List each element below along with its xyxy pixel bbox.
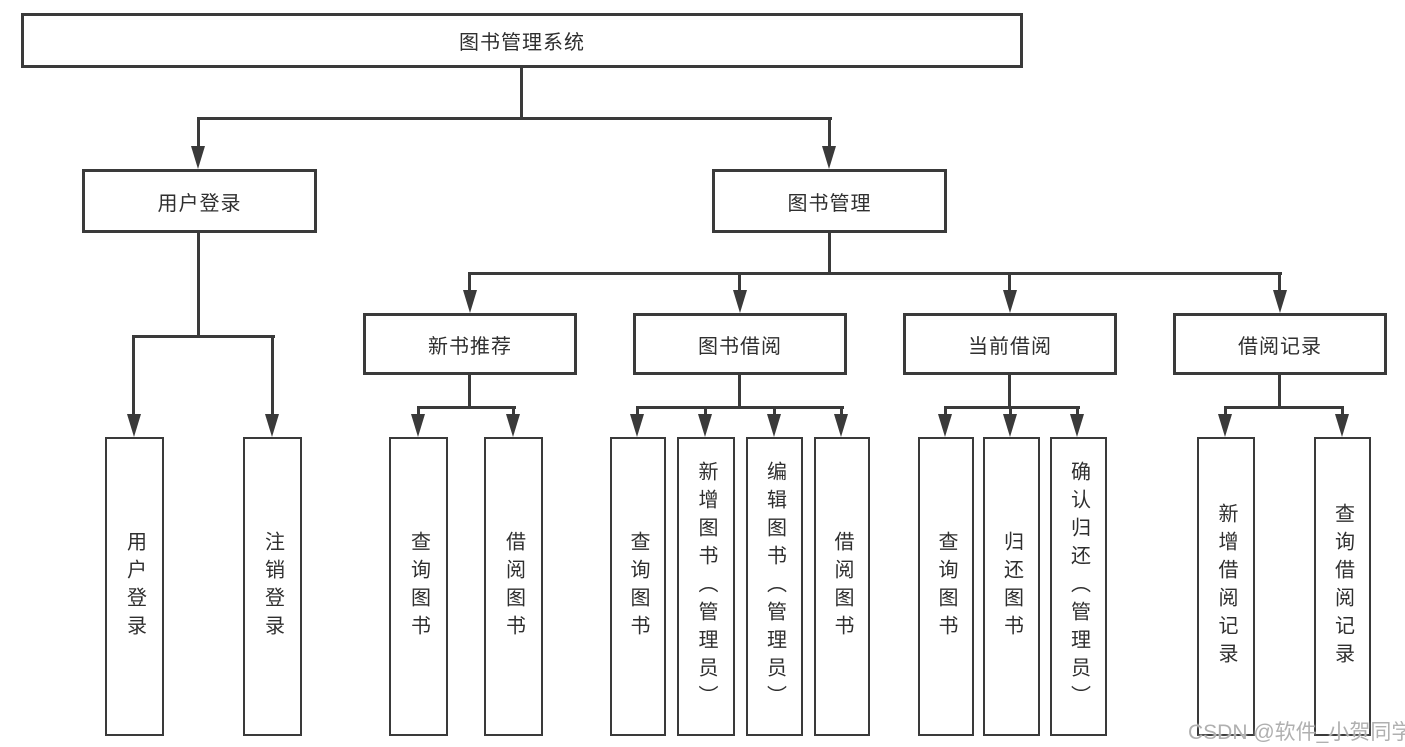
leaf-add-borrow-record: 新增借阅记录 [1197,437,1255,736]
watermark: CSDN @软件_小贺同学 [1188,721,1405,744]
leaf-user-login: 用户登录 [105,437,164,736]
node-current-borrowing: 当前借阅 [903,313,1117,375]
connector-drop-new-book-recommend [468,272,471,290]
leaf-return-books-label: 归还图书 [1000,530,1023,643]
connector-borrowing-records-stem [1278,375,1281,407]
connector-drop-leaf [1341,406,1344,414]
connector-drop-leaf-logout [271,335,274,414]
connector-drop-leaf [840,406,843,414]
connector-drop-leaf [417,406,420,414]
node-borrowing-records-label: 借阅记录 [1238,335,1322,358]
node-book-management-label: 图书管理 [787,192,872,215]
connector-drop-leaf [636,406,639,414]
node-user-login: 用户登录 [82,169,317,233]
arrow-down-icon [411,414,425,437]
leaf-query-borrow-record-label: 查询借阅记录 [1331,502,1354,671]
node-current-borrowing-label: 当前借阅 [968,335,1052,358]
arrow-down-icon [822,146,836,169]
leaf-user-login-label: 用户登录 [123,530,146,643]
connector-new-book-recommend-stem [468,375,471,407]
connector-user-login-rail [133,335,275,338]
node-book-borrowing: 图书借阅 [633,313,847,375]
leaf-confirm-return-admin: 确认归还（管理员） [1050,437,1107,736]
connector-drop-leaf [512,406,515,414]
leaf-query-books-current-label: 查询图书 [935,530,957,643]
connector-drop-user-login [197,117,200,146]
leaf-add-borrow-record-label: 新增借阅记录 [1215,502,1237,671]
leaf-edit-books-admin: 编辑图书（管理员） [746,437,803,736]
node-new-book-recommend-label: 新书推荐 [428,335,512,358]
arrow-down-icon [1218,414,1232,437]
leaf-add-books-admin-label: 新增图书（管理员） [695,460,717,713]
arrow-down-icon [506,414,520,437]
arrow-down-icon [733,290,747,313]
arrow-down-icon [630,414,644,437]
leaf-query-books-recommend-label: 查询图书 [407,530,430,643]
node-library-system: 图书管理系统 [21,13,1023,68]
leaf-query-books-borrow-label: 查询图书 [627,530,649,643]
connector-root-drop [520,68,523,118]
connector-book-borrowing-stem [738,375,741,407]
arrow-down-icon [1335,414,1349,437]
node-new-book-recommend: 新书推荐 [363,313,577,375]
connector-drop-leaf [1009,406,1012,414]
arrow-down-icon [834,414,848,437]
arrow-down-icon [1003,414,1017,437]
leaf-edit-books-admin-label: 编辑图书（管理员） [763,460,786,713]
arrow-down-icon [698,414,712,437]
leaf-confirm-return-admin-label: 确认归还（管理员） [1067,460,1090,713]
arrow-down-icon [127,414,141,437]
connector-drop-book-management [828,117,831,146]
connector-current-borrowing-rail [944,406,1080,409]
leaf-borrow-books-recommend-label: 借阅图书 [502,530,525,643]
node-library-system-label: 图书管理系统 [459,32,585,54]
node-book-management: 图书管理 [712,169,947,233]
connector-new-book-recommend-rail [417,406,516,409]
arrow-down-icon [463,290,477,313]
arrow-down-icon [1070,414,1084,437]
connector-drop-leaf [1224,406,1227,414]
connector-drop-current-borrowing [1008,272,1011,290]
leaf-borrow-books-recommend: 借阅图书 [484,437,543,736]
leaf-query-books-borrow: 查询图书 [610,437,666,736]
arrow-down-icon [265,414,279,437]
leaf-query-books-current: 查询图书 [918,437,974,736]
leaf-query-books-recommend: 查询图书 [389,437,448,736]
connector-current-borrowing-stem [1008,375,1011,407]
leaf-borrow-books-label: 借阅图书 [831,530,853,643]
leaf-logout-label: 注销登录 [261,530,284,643]
arrow-down-icon [1273,290,1287,313]
leaf-borrow-books: 借阅图书 [814,437,870,736]
leaf-add-books-admin: 新增图书（管理员） [677,437,735,736]
connector-level2-rail [197,117,832,120]
arrow-down-icon [1003,290,1017,313]
connector-book-management-stem [828,233,831,273]
connector-book-borrowing-rail [636,406,844,409]
node-borrowing-records: 借阅记录 [1173,313,1387,375]
arrow-down-icon [938,414,952,437]
connector-drop-leaf [704,406,707,414]
connector-level3-rail [468,272,1282,275]
connector-drop-leaf [773,406,776,414]
connector-drop-leaf [944,406,947,414]
arrow-down-icon [191,146,205,169]
node-book-borrowing-label: 图书借阅 [698,335,782,358]
arrow-down-icon [767,414,781,437]
connector-borrowing-records-rail [1224,406,1344,409]
connector-drop-leaf-user-login [132,335,135,414]
leaf-query-borrow-record: 查询借阅记录 [1314,437,1371,736]
leaf-logout: 注销登录 [243,437,302,736]
connector-drop-book-borrowing [738,272,741,290]
connector-drop-borrowing-records [1278,272,1281,290]
connector-drop-leaf [1076,406,1079,414]
node-user-login-label: 用户登录 [157,192,242,215]
connector-user-login-stem [197,233,200,336]
leaf-return-books: 归还图书 [983,437,1040,736]
